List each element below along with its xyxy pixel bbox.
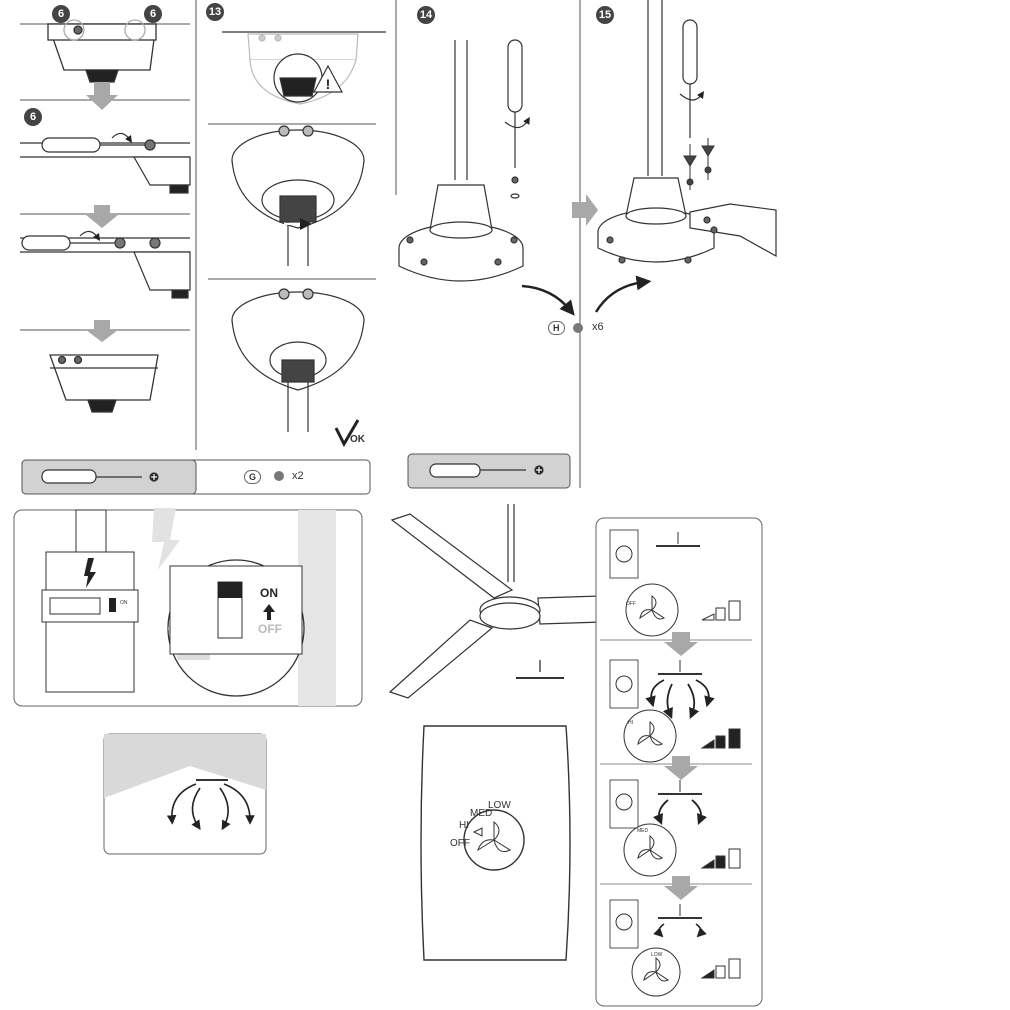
- step-badge-14: 14: [417, 6, 435, 24]
- hardware-code-h: H: [548, 321, 565, 335]
- controller-off-label: OFF: [450, 838, 470, 849]
- down-arrow-icon: [86, 205, 118, 228]
- hardware-qty-g: x2: [292, 470, 304, 482]
- check-icon: [334, 419, 360, 448]
- curved-arrow-icon: [521, 275, 652, 316]
- warning-icon: !: [312, 64, 344, 93]
- ceiling-fan: [388, 504, 603, 699]
- down-arrow-icon: [86, 320, 118, 342]
- screw-icon: [274, 471, 284, 481]
- step-badge-6: 6: [52, 5, 70, 23]
- screw-icon: [573, 323, 583, 333]
- svg-text:!: !: [326, 76, 331, 92]
- switch-on-label: ON: [260, 586, 278, 600]
- controller-hi-label: HI: [459, 820, 469, 831]
- speed-row-low: [609, 899, 741, 997]
- down-arrow-icon: [664, 632, 698, 900]
- airflow-box: [103, 733, 267, 855]
- screwdriver-tighten-1: [20, 132, 191, 194]
- canopy-locked-view: [231, 288, 365, 432]
- knob-hi-label: HI: [628, 720, 633, 726]
- screwdriver-icon: [679, 19, 704, 138]
- speed-row-off: [609, 529, 741, 637]
- right-arrow-icon: [572, 194, 598, 226]
- controller-low-label: LOW: [488, 800, 511, 811]
- step-badge-6: 6: [144, 5, 162, 23]
- ok-label: OK: [350, 434, 365, 445]
- down-arrow-icon: [86, 82, 118, 110]
- up-arrow-icon: [263, 604, 275, 620]
- motor-housing-15: [597, 0, 777, 264]
- screw-icon: [683, 138, 715, 190]
- canopy-warning-view: [222, 31, 386, 105]
- switch-off-label: OFF: [258, 622, 282, 636]
- fan-small-icon: [516, 660, 564, 679]
- tool-bar-14: [407, 453, 571, 489]
- speed-row-hi: [609, 659, 741, 763]
- step-badge-6: 6: [24, 108, 42, 126]
- canopy-secured: [49, 354, 159, 413]
- lightning-icon: [84, 558, 96, 588]
- canopy-rotate-view: [231, 125, 365, 266]
- knob-off-label: OFF: [626, 601, 636, 607]
- knob-low-label: LOW: [651, 952, 663, 958]
- hardware-qty-h: x6: [592, 321, 604, 333]
- screwdriver-tighten-2: [20, 230, 191, 299]
- step-badge-15: 15: [596, 6, 614, 24]
- controller-med-label: MED: [470, 808, 493, 819]
- screwdriver-icon: [429, 463, 544, 478]
- wall-controller: [420, 725, 571, 961]
- canopy-top-view: [47, 19, 157, 83]
- switch-zoom-circle: [167, 559, 305, 697]
- step-badge-13: 13: [206, 3, 224, 21]
- screwdriver-icon: [41, 469, 159, 484]
- hardware-code-g: G: [244, 470, 262, 484]
- motor-housing-14: [398, 40, 524, 282]
- knob-med-label: MED: [637, 828, 649, 834]
- screwdriver-icon: [504, 39, 530, 199]
- speed-row-med: [609, 779, 741, 877]
- breaker-on-label: ON: [120, 600, 128, 606]
